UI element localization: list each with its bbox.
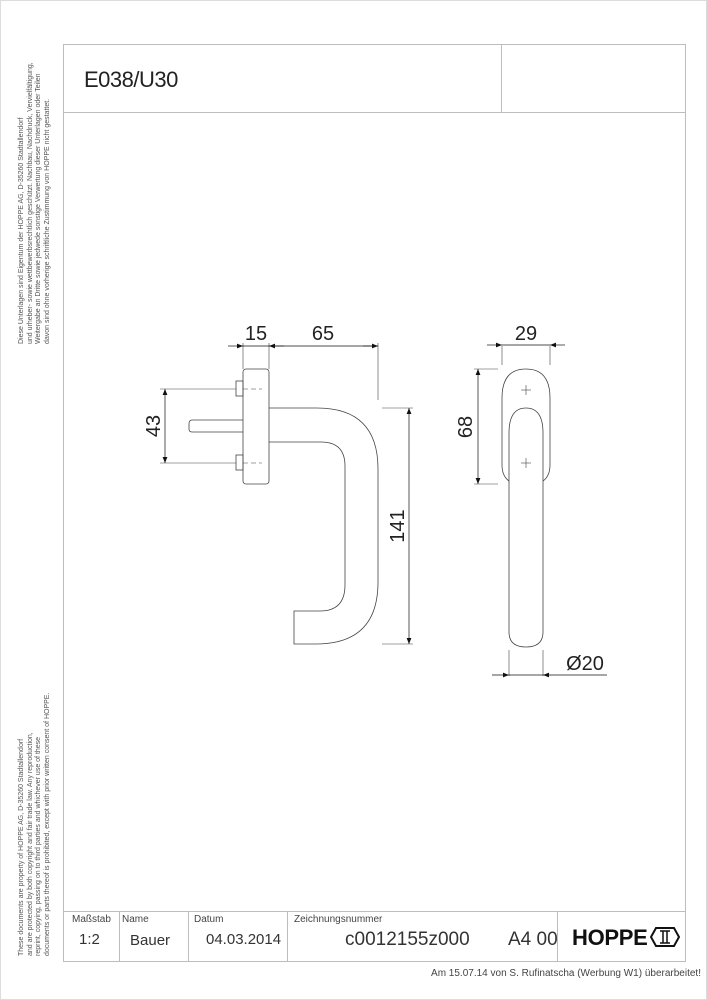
date-value: 04.03.2014 [206,931,282,948]
screw-head-top [235,380,244,397]
spindle [188,419,243,433]
name-label: Name [122,914,149,925]
side-view-dimensions [162,343,412,644]
front-view [474,346,551,676]
lever-outline [269,407,379,645]
tb-divider [287,911,288,962]
tb-divider [119,911,120,962]
tb-divider [557,911,558,962]
dim-rose-width: 29 [515,323,537,345]
rose-front-outline [501,368,551,482]
side-view [160,343,413,645]
front-view-dimensions [475,342,607,678]
scale-value: 1:2 [79,931,100,948]
logo-text: HOPPE [572,925,648,950]
drawing-frame [63,44,686,962]
dim-lever-projection: 65 [312,323,334,345]
dim-rose-height: 68 [455,416,477,438]
title-divider [501,44,502,113]
scale-label: Maßstab [72,914,111,925]
title-row [63,44,686,113]
drawing-number-value: c0012155z000 [345,929,470,950]
title-block [63,911,686,962]
format-value: A4 00 [508,929,558,950]
hoppe-hexagon-icon [649,927,680,947]
dim-screw-spacing: 43 [143,415,165,437]
drawing-title: E038/U30 [84,67,178,92]
revision-note: Am 15.07.14 von S. Rufinatscha (Werbung … [431,968,701,979]
tb-divider [188,911,189,962]
dim-rose-thickness: 15 [245,323,267,345]
date-label: Datum [194,914,224,925]
dim-grip-diameter: Ø20 [566,653,604,675]
rose-side-outline [242,368,270,485]
dim-overall-length: 141 [387,509,409,542]
drawing-number-label: Zeichnungsnummer [294,914,383,925]
hoppe-logo: HOPPE [572,925,680,951]
screw-head-bottom [235,454,244,471]
name-value: Bauer [130,932,171,949]
grip-front-outline [508,407,544,648]
